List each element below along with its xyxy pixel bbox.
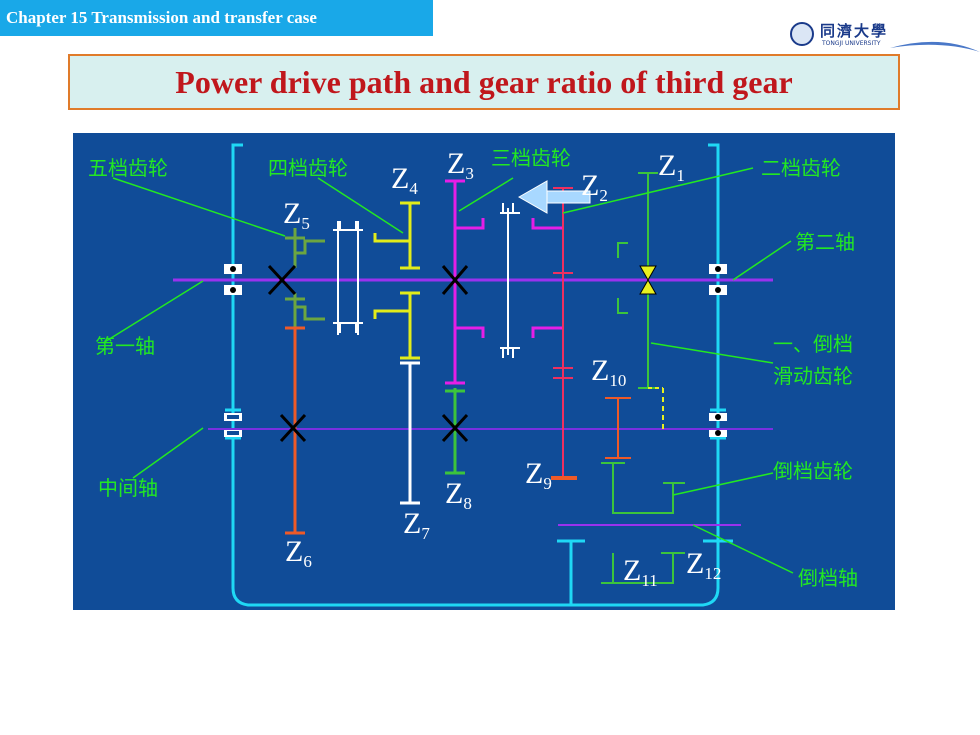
label-second-gear: 二档齿轮 <box>761 156 841 180</box>
gear-label-z8: Z8 <box>445 477 472 513</box>
gear-label-z1: Z1 <box>658 149 685 185</box>
label-first-shaft: 第一轴 <box>95 334 155 358</box>
shift-arrow-icon <box>517 180 591 214</box>
slide-title-box: Power drive path and gear ratio of third… <box>68 54 900 110</box>
engagement-marks <box>267 264 469 443</box>
diagram-background <box>73 133 895 610</box>
gearbox-housing <box>225 143 733 607</box>
leader-lines <box>102 167 794 574</box>
logo-text: 同濟大學 <box>820 22 889 40</box>
label-first-reverse-1: 一、倒档 <box>773 332 853 356</box>
label-reverse-shaft: 倒档轴 <box>798 566 858 590</box>
gear-label-z11: Z11 <box>623 554 658 590</box>
logo-subtext: TONGJI UNIVERSITY <box>822 40 881 47</box>
gear-z10 <box>605 397 631 459</box>
countershaft-gear-z9 <box>553 187 573 478</box>
bearings <box>224 264 727 437</box>
gear-labels: Z1 Z2 Z3 Z4 Z5 Z6 Z7 Z8 Z9 Z10 Z11 Z12 <box>283 147 721 590</box>
fourth-gear-z4 <box>373 201 420 360</box>
synchronizer-23 <box>500 203 520 358</box>
gear-label-z4: Z4 <box>391 162 418 198</box>
label-second-shaft: 第二轴 <box>795 230 855 254</box>
gear-label-z2: Z2 <box>581 169 608 205</box>
gear-label-z9: Z9 <box>525 457 552 493</box>
label-fourth-gear: 四档齿轮 <box>268 156 348 180</box>
fifth-gear-z5 <box>285 228 325 333</box>
gear-label-z5: Z5 <box>283 197 310 233</box>
reverse-gear-group <box>601 462 685 584</box>
gear-label-z10: Z10 <box>591 354 626 390</box>
synchronizer-45 <box>333 221 363 335</box>
transmission-diagram: 五档齿轮 四档齿轮 三档齿轮 二档齿轮 第二轴 第一轴 一、倒档 滑动齿轮 中间… <box>73 133 895 610</box>
sync-hub-icon <box>639 265 657 295</box>
chapter-header: Chapter 15 Transmission and transfer cas… <box>0 0 433 36</box>
label-countershaft: 中间轴 <box>98 476 158 500</box>
gear-label-z3: Z3 <box>447 147 474 183</box>
countershaft-gear-z8 <box>445 388 465 475</box>
gear-label-z6: Z6 <box>285 535 312 571</box>
second-gear-z2 <box>531 218 563 338</box>
countershaft-gear-z7 <box>400 361 420 505</box>
label-third-gear: 三档齿轮 <box>491 146 571 170</box>
seal-icon <box>790 22 814 46</box>
label-fifth-gear: 五档齿轮 <box>88 156 168 180</box>
gear-label-z12: Z12 <box>686 547 721 583</box>
university-logo: 同濟大學 TONGJI UNIVERSITY <box>790 18 980 52</box>
gear-label-z7: Z7 <box>403 507 430 543</box>
label-reverse-gear: 倒档齿轮 <box>773 459 853 483</box>
slide-title: Power drive path and gear ratio of third… <box>175 63 793 100</box>
label-first-reverse-2: 滑动齿轮 <box>773 364 853 388</box>
